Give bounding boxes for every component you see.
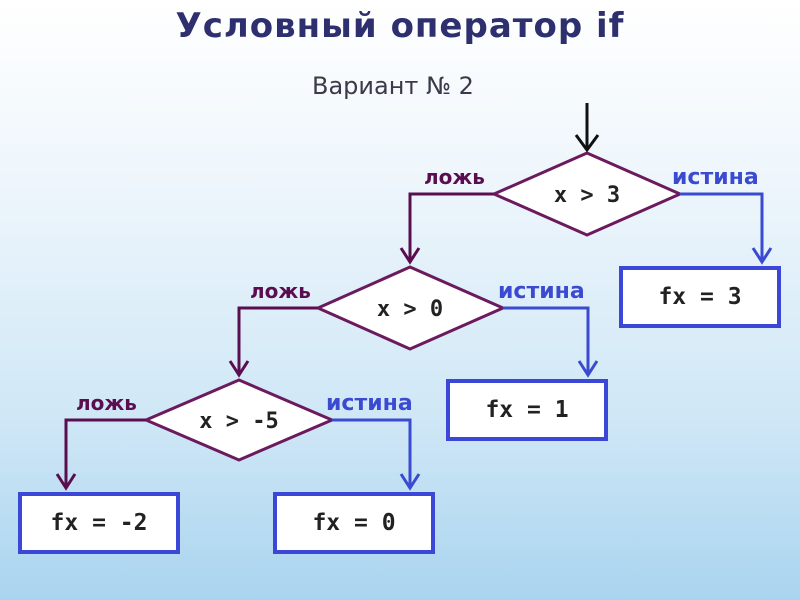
- true-label-2: истина: [498, 279, 585, 304]
- entry-arrow: [574, 103, 600, 153]
- result-box-fx-0: fx = 0: [273, 492, 435, 554]
- page-title: Условный оператор if: [175, 6, 625, 46]
- false-label-3: ложь: [76, 391, 137, 415]
- condition-2: x > 0: [377, 297, 443, 322]
- result-box-fx-minus-2: fx = -2: [18, 492, 180, 554]
- true-branch-3: [332, 418, 421, 491]
- condition-3: x > -5: [199, 409, 278, 434]
- true-label-1: истина: [672, 165, 759, 190]
- result-box-fx-3: fx = 3: [619, 266, 781, 328]
- false-label-1: ложь: [424, 165, 485, 189]
- decision-diamond-2: [314, 265, 507, 351]
- false-label-2: ложь: [250, 279, 311, 303]
- decision-diamond-1: [490, 151, 684, 237]
- condition-1: x > 3: [554, 183, 620, 208]
- false-branch-1: [399, 192, 494, 265]
- decision-diamond-3: [142, 378, 336, 462]
- result-box-fx-1: fx = 1: [446, 379, 608, 441]
- true-label-3: истина: [326, 391, 413, 416]
- variant-subtitle: Вариант № 2: [312, 72, 474, 100]
- false-branch-2: [228, 306, 318, 378]
- true-branch-2: [503, 306, 599, 378]
- false-branch-3: [55, 418, 146, 491]
- true-branch-1: [680, 192, 773, 265]
